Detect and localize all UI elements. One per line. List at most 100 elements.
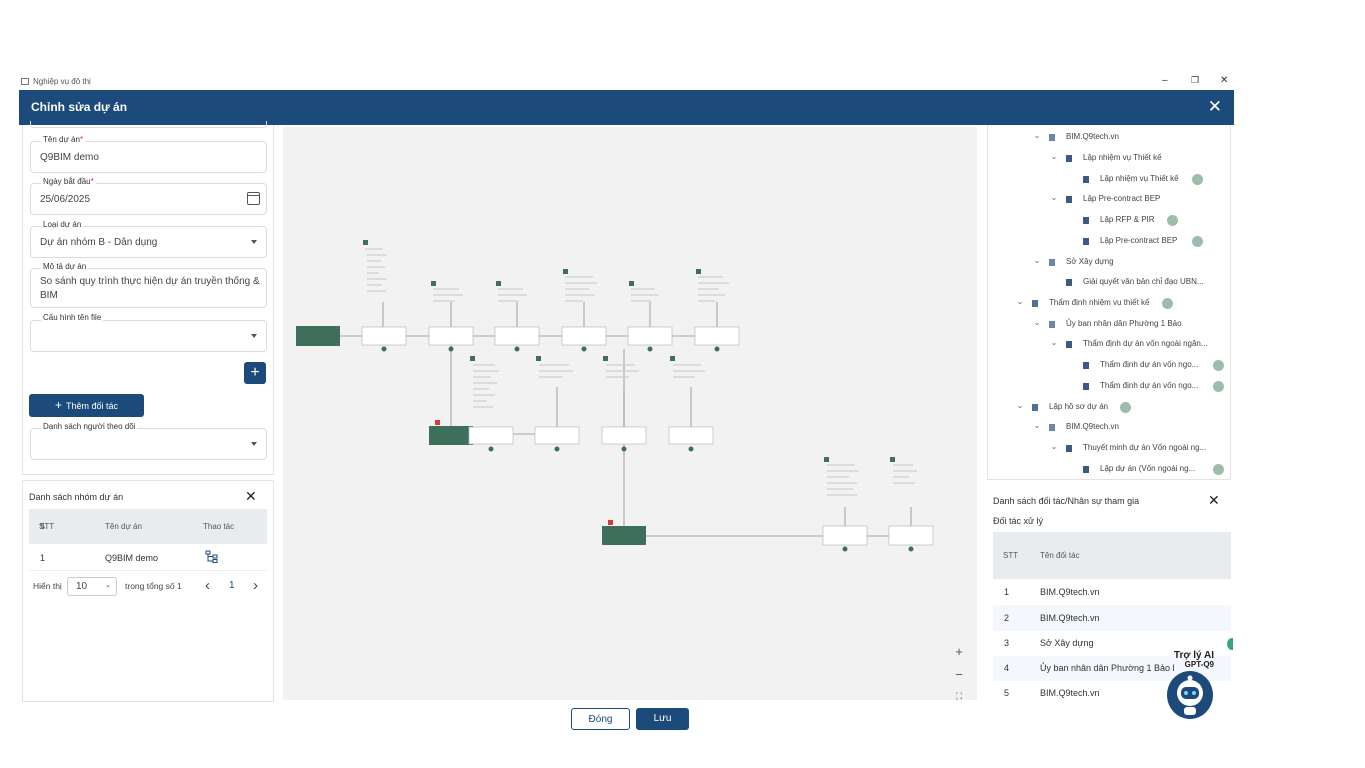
- user-icon[interactable]: [1192, 174, 1203, 185]
- add-icon-button[interactable]: +: [244, 362, 266, 384]
- col-actions: Thao tác: [203, 522, 235, 531]
- ai-assistant-title: Trợ lý AI: [1173, 650, 1214, 661]
- project-group-panel: Danh sách nhóm dự án ✕ STT ⇅ Tên dự án T…: [22, 480, 274, 702]
- partner-panel-title: Danh sách đối tác/Nhân sự tham gia: [993, 496, 1140, 506]
- tree-item-label: Lập nhiệm vụ Thiết kế: [1083, 153, 1162, 162]
- tree-item-label: Thẩm định nhiệm vụ thiết kế: [1049, 298, 1150, 307]
- tree-item[interactable]: ⌄ Lập hồ sơ dự án: [1015, 401, 1230, 415]
- tree-item[interactable]: Giải quyết văn bản chỉ đạo UBN...: [1066, 276, 1230, 290]
- tree-item[interactable]: ⌄ Thẩm định dự án vốn ngoài ngân...: [1049, 338, 1230, 352]
- project-name-field[interactable]: Tên dự án* Q9BIM demo: [30, 135, 267, 173]
- group-panel-close-icon[interactable]: ✕: [245, 488, 257, 504]
- window-close-button[interactable]: ✕: [1220, 75, 1229, 86]
- tree-item-label: Thẩm định dự án vốn ngoài ngân...: [1083, 339, 1208, 348]
- table-row: 1 BIM.Q9tech.vn: [993, 579, 1231, 605]
- tree-item[interactable]: Lập nhiệm vụ Thiết kế: [1083, 173, 1230, 187]
- tree-item-label: Ủy ban nhân dân Phường 1 Bảo: [1066, 319, 1182, 328]
- tree-item[interactable]: ⌄ Thẩm định nhiệm vụ thiết kế: [1015, 297, 1230, 311]
- tree-item[interactable]: ⌄ BIM.Q9tech.vn: [1032, 421, 1230, 435]
- description-label: Mô tả dự án: [41, 262, 89, 271]
- folder-icon: [1066, 196, 1072, 203]
- ai-assistant-bot-icon[interactable]: [1167, 671, 1213, 719]
- chevron-down-icon[interactable]: ⌄: [1050, 152, 1058, 161]
- tree-item-label: Lập RFP & PIR: [1100, 215, 1155, 224]
- user-icon[interactable]: [1120, 402, 1131, 413]
- tree-item-label: Lập nhiệm vụ Thiết kế: [1100, 174, 1179, 183]
- col-stt-label: STT: [39, 522, 55, 531]
- page-size-select[interactable]: 10 ⌄: [67, 577, 117, 596]
- followers-select[interactable]: Danh sách người theo dõi: [30, 422, 267, 460]
- zoom-out-button[interactable]: −: [955, 667, 963, 682]
- tree-item[interactable]: Lập RFP & PIR: [1083, 214, 1230, 228]
- prev-page-icon[interactable]: ‹: [205, 577, 210, 594]
- maximize-button[interactable]: ❐: [1191, 75, 1200, 85]
- project-name-label: Tên dự án*: [41, 135, 86, 144]
- ai-assistant-label: Trợ lý AI GPT-Q9: [1168, 650, 1214, 669]
- tree-item[interactable]: ⌄ Lập Pre-contract BEP: [1049, 193, 1230, 207]
- next-page-icon[interactable]: ›: [253, 577, 258, 594]
- tree-item[interactable]: Thẩm định dự án vốn ngo...: [1083, 359, 1230, 373]
- row-partner-name: BIM.Q9tech.vn: [1040, 688, 1100, 698]
- save-button[interactable]: Lưu: [636, 708, 689, 730]
- tree-item[interactable]: ⌄ BIM.Q9tech.vn: [1032, 131, 1230, 145]
- folder-icon: [1049, 321, 1055, 328]
- user-icon[interactable]: [1213, 360, 1224, 371]
- close-button[interactable]: Đóng: [571, 708, 630, 730]
- tree-item-label: Giải quyết văn bản chỉ đạo UBN...: [1083, 277, 1204, 286]
- calendar-icon[interactable]: [247, 192, 260, 205]
- partner-table-header: STT Tên đối tác: [993, 532, 1231, 579]
- tree-item[interactable]: Lập Pre-contract BEP: [1083, 235, 1230, 249]
- chevron-down-icon[interactable]: ⌄: [1033, 256, 1041, 265]
- row-partner-name: BIM.Q9tech.vn: [1040, 613, 1100, 623]
- pager-total: trong tổng số 1: [125, 581, 182, 591]
- minimize-button[interactable]: –: [1162, 75, 1168, 86]
- folder-icon: [1066, 279, 1072, 286]
- project-type-value: Dự án nhóm B - Dân dụng: [40, 237, 158, 248]
- tree-item[interactable]: Lập dự án (Vốn ngoài ng...: [1083, 463, 1230, 477]
- project-name-value: Q9BIM demo: [40, 152, 99, 163]
- workflow-canvas[interactable]: [283, 127, 977, 700]
- status-dot: [1227, 638, 1233, 650]
- tree-icon[interactable]: [205, 550, 218, 565]
- chevron-down-icon[interactable]: ⌄: [1033, 421, 1041, 430]
- add-partner-button[interactable]: +Thêm đối tác: [29, 394, 144, 417]
- modal-close-icon[interactable]: ✕: [1207, 97, 1222, 116]
- file-config-select[interactable]: Cấu hình tên file: [30, 313, 267, 352]
- user-icon[interactable]: [1192, 236, 1203, 247]
- user-icon[interactable]: [1167, 215, 1178, 226]
- user-icon[interactable]: [1213, 381, 1224, 392]
- ai-assistant-subtitle: GPT-Q9: [1184, 660, 1214, 669]
- chevron-down-icon[interactable]: ⌄: [1033, 131, 1041, 140]
- tree-item[interactable]: ⌄ Sở Xây dựng: [1032, 256, 1230, 270]
- chevron-down-icon[interactable]: ⌄: [1050, 338, 1058, 347]
- chevron-down-icon[interactable]: ⌄: [1033, 318, 1041, 327]
- user-icon[interactable]: [1162, 298, 1173, 309]
- row-stt: 2: [1004, 613, 1010, 623]
- start-date-field[interactable]: Ngày bắt đầu* 25/06/2025: [30, 177, 267, 215]
- page-size-value: 10: [76, 581, 88, 592]
- partner-panel-close-icon[interactable]: ✕: [1208, 492, 1220, 508]
- tree-item-label: Lập dự án (Vốn ngoài ng...: [1100, 464, 1196, 473]
- workflow-diagram: [296, 240, 934, 552]
- chevron-down-icon[interactable]: ⌄: [1016, 297, 1024, 306]
- tree-item[interactable]: ⌄ Thuyết minh dự án Vốn ngoài ng...: [1049, 442, 1230, 456]
- col-stt: STT: [1003, 551, 1019, 560]
- fit-view-button[interactable]: ⛶: [955, 691, 963, 701]
- tree-item[interactable]: Thẩm định dự án vốn ngo...: [1083, 380, 1230, 394]
- row-partner-name: Ủy ban nhân dân Phường 1 Bảo l: [1040, 663, 1175, 673]
- description-field[interactable]: Mô tả dự án So sánh quy trình thực hiện …: [30, 262, 267, 308]
- tree-item-label: Thẩm định dự án vốn ngo...: [1100, 360, 1199, 369]
- zoom-in-button[interactable]: +: [955, 644, 963, 659]
- chevron-down-icon[interactable]: ⌄: [1050, 442, 1058, 451]
- current-page[interactable]: 1: [229, 580, 235, 591]
- chevron-down-icon[interactable]: ⌄: [1050, 193, 1058, 202]
- row-stt: 4: [1004, 663, 1010, 673]
- chevron-down-icon[interactable]: ⌄: [1016, 401, 1024, 410]
- table-row: 3 Sở Xây dựng: [993, 631, 1231, 656]
- caret-down-icon: [251, 442, 257, 446]
- user-icon[interactable]: [1213, 464, 1224, 475]
- plus-icon: +: [54, 398, 62, 412]
- project-type-select[interactable]: Loại dự án Dự án nhóm B - Dân dụng: [30, 220, 267, 258]
- tree-item[interactable]: ⌄ Lập nhiệm vụ Thiết kế: [1049, 152, 1230, 166]
- tree-item[interactable]: ⌄ Ủy ban nhân dân Phường 1 Bảo: [1032, 318, 1230, 332]
